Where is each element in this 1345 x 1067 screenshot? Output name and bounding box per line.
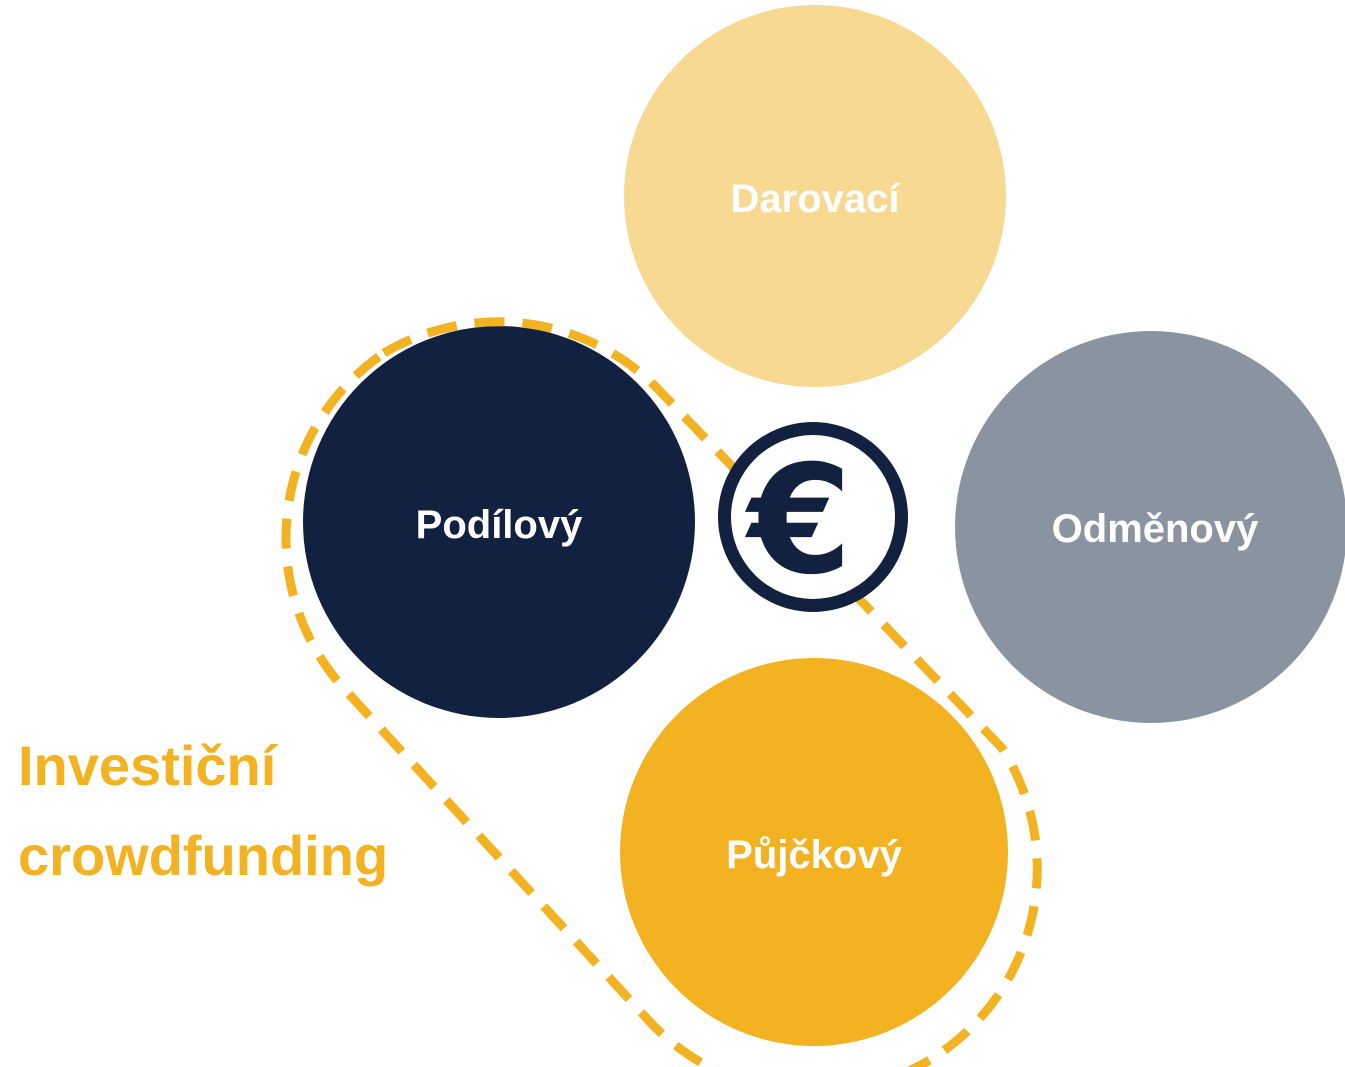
pujckovy-label: Půjčkový xyxy=(726,833,902,877)
darovaci-node: Darovací xyxy=(624,5,1006,387)
euro-coin-icon: € xyxy=(718,422,908,612)
euro-coin-inner-face xyxy=(731,435,895,599)
podilovy-circle xyxy=(303,326,695,718)
odmenovy-label: Odměnový xyxy=(1052,507,1259,551)
pujckovy-node: Půjčkový xyxy=(620,658,1008,1046)
podilovy-node: Podílový xyxy=(303,326,695,718)
pujckovy-circle xyxy=(620,658,1008,1046)
odmenovy-circle xyxy=(955,331,1345,723)
odmenovy-node: Odměnový xyxy=(955,331,1345,723)
investment-crowdfunding-label: Investiční xyxy=(18,734,279,797)
darovaci-circle xyxy=(624,5,1006,387)
euro-symbol: € xyxy=(745,434,852,608)
podilovy-label: Podílový xyxy=(416,503,583,547)
darovaci-label: Darovací xyxy=(731,177,902,221)
investment-crowdfunding-label-line2: crowdfunding xyxy=(18,824,388,887)
investment-group-outline xyxy=(281,317,1042,1067)
